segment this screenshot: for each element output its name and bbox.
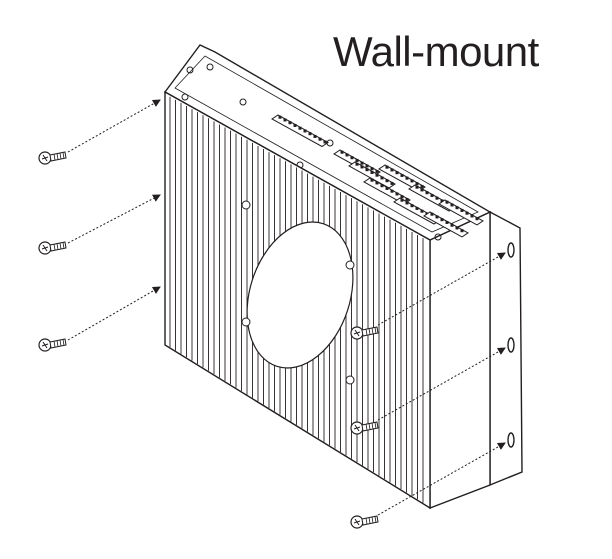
screw-icon (350, 515, 379, 529)
left-screws (38, 99, 161, 352)
terminal-connector (438, 199, 484, 226)
device-side-face (429, 210, 491, 510)
screw-icon (38, 151, 67, 165)
diagram-title: Wall-mount (333, 28, 539, 75)
fan-cutout (246, 221, 354, 369)
right-screws (350, 252, 506, 529)
device-top-face (163, 44, 492, 241)
mounting-bracket (489, 210, 523, 487)
heatsink-front (164, 90, 431, 510)
screw-icon (38, 338, 67, 352)
screw-icon (38, 241, 67, 255)
terminal-connector (423, 211, 469, 238)
